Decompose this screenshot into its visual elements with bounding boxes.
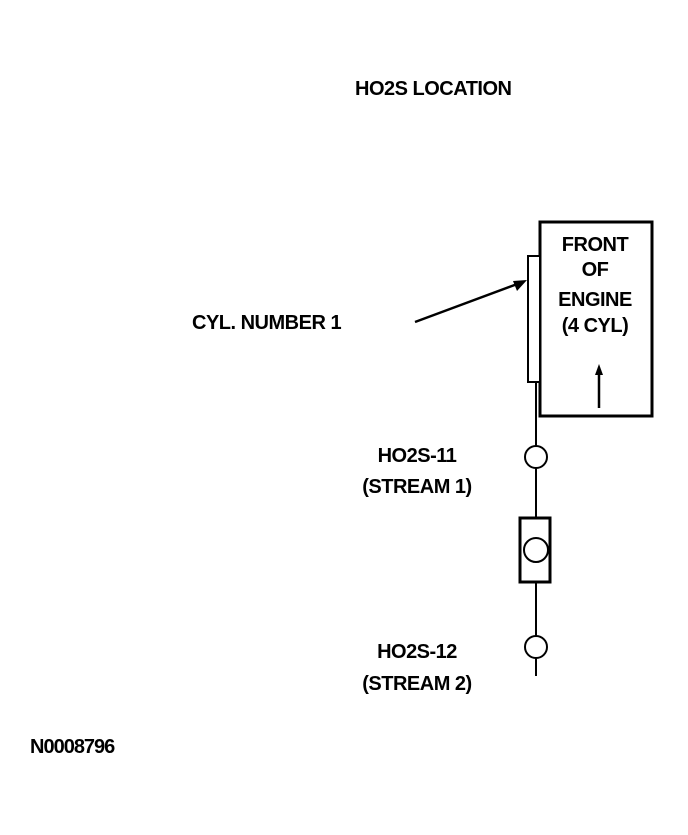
- figure-id: N0008796: [30, 736, 115, 758]
- engine-box-line-4: (4 CYL): [561, 315, 629, 337]
- ho2s-12-sensor: [524, 635, 548, 659]
- cylinder-leader-arrowhead: [513, 280, 527, 291]
- engine-box-line-3: ENGINE: [558, 289, 632, 311]
- sensor-1-stream: (STREAM 1): [362, 476, 472, 498]
- sensor-2-stream: (STREAM 2): [362, 673, 472, 695]
- front-direction-arrow-head: [595, 364, 603, 375]
- engine-box-line-2: OF: [581, 259, 609, 281]
- sensor-1-name: HO2S-11: [377, 445, 457, 467]
- cylinder-leader-line: [414, 281, 521, 324]
- cylinder-number-label: CYL. NUMBER 1: [192, 312, 342, 334]
- diagram-title: HO2S LOCATION: [355, 78, 512, 100]
- catalytic-converter-core: [523, 537, 549, 563]
- engine-front-box: [538, 220, 654, 418]
- ho2s-11-sensor: [524, 445, 548, 469]
- engine-box-line-1: FRONT: [561, 234, 629, 256]
- cylinder-bank-rail: [527, 255, 541, 383]
- sensor-2-name: HO2S-12: [377, 641, 457, 663]
